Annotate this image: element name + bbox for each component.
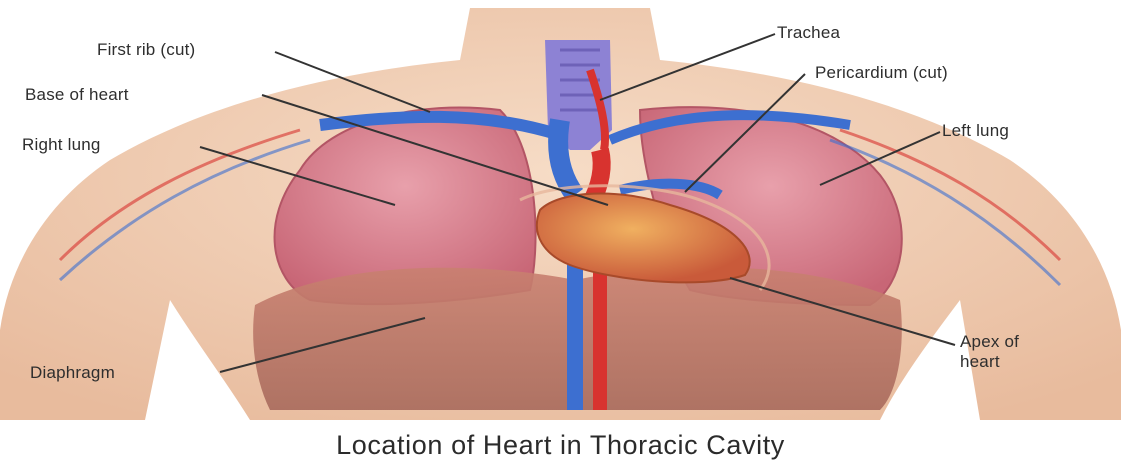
label-diaphragm: Diaphragm <box>30 363 115 383</box>
label-base-of-heart: Base of heart <box>25 85 129 105</box>
label-right-lung: Right lung <box>22 135 101 155</box>
diagram-title: Location of Heart in Thoracic Cavity <box>0 430 1121 461</box>
label-first-rib: First rib (cut) <box>97 40 195 60</box>
label-apex-line2: heart <box>960 352 1000 372</box>
label-left-lung: Left lung <box>942 121 1009 141</box>
label-pericardium: Pericardium (cut) <box>815 63 948 83</box>
label-apex-line1: Apex of <box>960 332 1019 352</box>
label-trachea: Trachea <box>777 23 840 43</box>
